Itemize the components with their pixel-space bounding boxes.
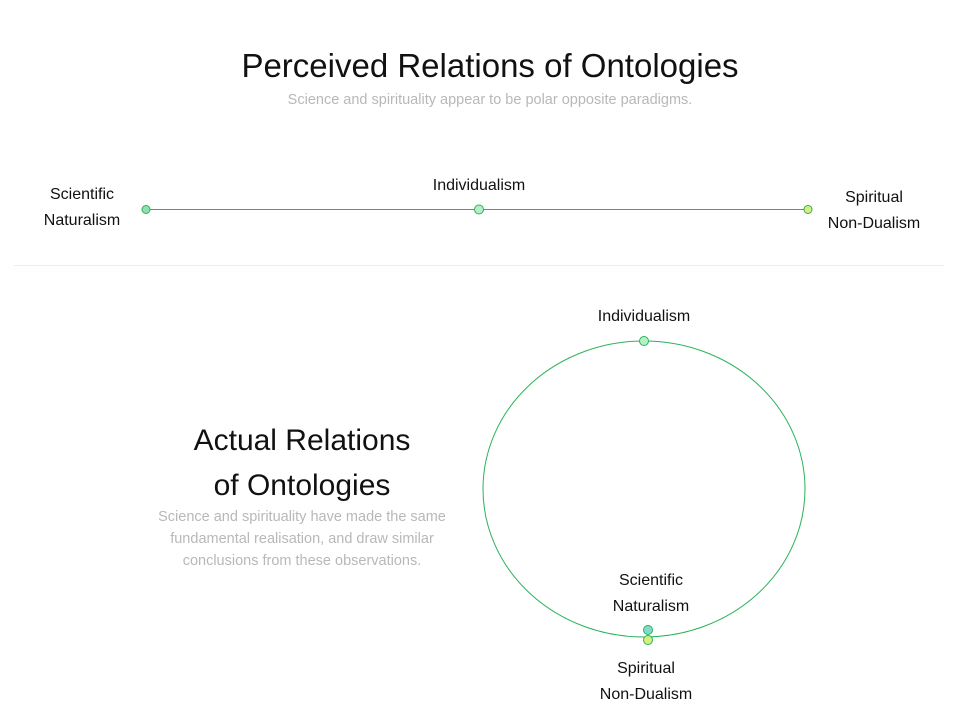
bottom-label-spiritual-non-dualism: Spiritual Non-Dualism	[576, 656, 716, 708]
top-label-scientific-line1: Scientific	[49, 186, 115, 203]
top-label-scientific-naturalism: Scientific Naturalism	[22, 182, 142, 234]
bottom-title-line1: Actual Relations	[193, 424, 411, 457]
top-node-scientific	[141, 205, 151, 214]
bottom-subtitle: Science and spirituality have made the s…	[122, 506, 482, 572]
top-label-scientific-line2: Naturalism	[43, 212, 121, 229]
bottom-label-scientific-naturalism: Scientific Naturalism	[586, 568, 716, 620]
bottom-node-spiritual	[643, 635, 653, 645]
bottom-subtitle-line3: conclusions from these observations.	[182, 553, 422, 569]
bottom-label-individualism: Individualism	[597, 308, 691, 325]
top-node-spiritual	[803, 205, 813, 214]
bottom-subtitle-line2: fundamental realisation, and draw simila…	[170, 531, 434, 547]
top-label-spiritual-line1: Spiritual	[845, 189, 903, 206]
bottom-title: Actual Relations of Ontologies	[132, 418, 472, 508]
bottom-title-line2: of Ontologies	[213, 469, 391, 502]
bottom-label-spiritual-line1: Spiritual	[617, 660, 675, 677]
bottom-label-scientific-line1: Scientific	[618, 572, 684, 589]
top-label-spiritual-non-dualism: Spiritual Non-Dualism	[810, 185, 938, 237]
bottom-label-spiritual-line2: Non-Dualism	[599, 686, 693, 703]
bottom-subtitle-line1: Science and spirituality have made the s…	[158, 509, 446, 525]
top-node-individualism	[474, 204, 484, 215]
bottom-node-scientific	[643, 625, 653, 635]
top-label-individualism: Individualism	[432, 177, 526, 194]
top-subtitle: Science and spirituality appear to be po…	[287, 92, 693, 108]
section-divider	[14, 265, 944, 266]
top-label-spiritual-line2: Non-Dualism	[827, 215, 921, 232]
bottom-label-scientific-line2: Naturalism	[612, 598, 690, 615]
top-title: Perceived Relations of Ontologies	[241, 47, 739, 84]
bottom-node-individualism	[639, 336, 649, 346]
